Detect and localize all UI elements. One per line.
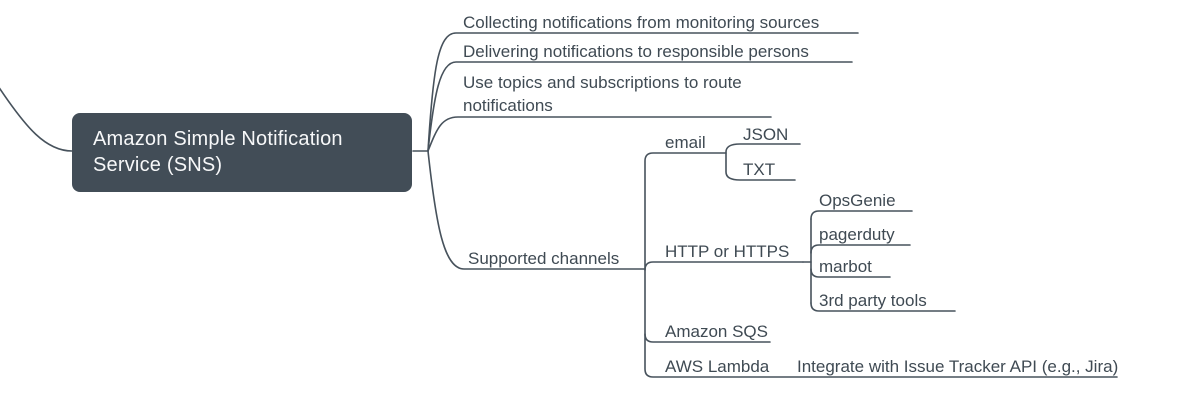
connector-trunk-to-sqs	[644, 333, 771, 343]
connector-root-to-supported-channels	[427, 150, 646, 270]
node-aws-lambda[interactable]: AWS Lambda	[665, 357, 770, 376]
node-topics-subscriptions[interactable]: Use topics and subscriptions to route no…	[463, 73, 742, 115]
connector-parent-to-root	[0, 87, 73, 152]
connector-root-to-delivering	[427, 61, 853, 152]
node-delivering-notifications[interactable]: Delivering notifications to responsible …	[463, 42, 809, 61]
connector-email-children	[725, 143, 801, 181]
connector-root-to-collecting	[427, 32, 859, 152]
connector-http-to-opsgenie	[810, 210, 913, 220]
node-txt[interactable]: TXT	[743, 160, 776, 179]
connector-http-to-marbot	[810, 268, 891, 278]
connector-trunk-to-http	[644, 261, 804, 271]
node-pagerduty[interactable]: pagerduty	[819, 225, 895, 244]
node-supported-channels[interactable]: Supported channels	[468, 249, 620, 268]
node-opsgenie[interactable]: OpsGenie	[819, 191, 896, 210]
node-integrate-issue-tracker[interactable]: Integrate with Issue Tracker API (e.g., …	[797, 357, 1119, 376]
node-3rd-party-tools[interactable]: 3rd party tools	[819, 291, 927, 310]
node-amazon-sqs[interactable]: Amazon SQS	[665, 322, 768, 341]
node-marbot[interactable]: marbot	[819, 257, 872, 276]
node-http-or-https[interactable]: HTTP or HTTPS	[665, 242, 790, 261]
connector-trunk-down-to-lambda	[644, 268, 1118, 378]
node-email[interactable]: email	[665, 133, 706, 152]
connector-trunk-up-to-email	[644, 152, 727, 270]
connector-root-to-topics	[427, 116, 772, 152]
connector-http-to-pagerduty	[810, 244, 911, 254]
node-json[interactable]: JSON	[743, 125, 789, 144]
connector-http-to-3rd-party	[810, 302, 956, 312]
root-node-sns[interactable]: Amazon Simple Notification Service (SNS)	[72, 113, 412, 192]
node-collecting-notifications[interactable]: Collecting notifications from monitoring…	[463, 13, 820, 32]
